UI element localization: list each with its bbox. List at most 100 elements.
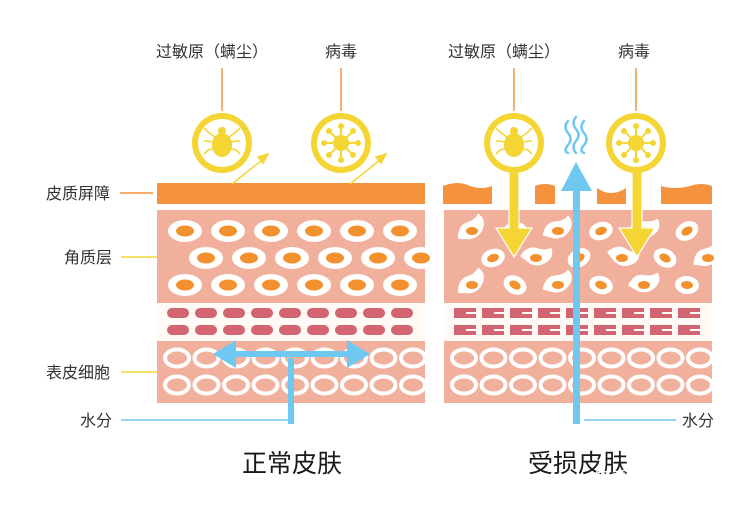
water-loss-arrow [561,162,592,424]
band-cell [195,325,217,335]
corneum-cell [383,220,417,242]
damaged-skin-panel [443,115,721,424]
corneum-cell [275,247,309,269]
dust-mite-icon [484,113,544,173]
corneum-cell [520,247,553,266]
evaporation-wave-icon [564,115,588,155]
normal-water-arrows [213,340,370,424]
epidermal-cell [310,374,339,396]
epidermal-cell [281,374,309,396]
epidermal-cell [686,374,714,396]
epidermal-cell [568,374,596,396]
epidermal-cell [369,347,398,369]
corneum-cell [653,248,677,268]
normal-corneum-cells [168,220,438,296]
band-cell [594,325,616,335]
epidermal-cell [627,347,655,369]
damaged-band-cells [454,308,700,335]
band-cell [335,308,357,318]
corneum-cell [481,248,505,268]
epidermal-cell [568,347,596,369]
side-leaders [120,192,676,421]
corneum-cell [254,274,288,296]
corneum-cell [675,275,699,295]
corneum-cell [628,272,660,293]
band-cell [307,308,329,318]
band-cell [678,308,700,318]
epidermal-cell [479,374,508,396]
corneum-cell [340,220,374,242]
epidermal-cell [163,347,191,369]
epidermal-cell [281,347,309,369]
band-cell [482,325,504,335]
epidermal-cell [192,347,221,369]
epidermal-cell [251,374,280,396]
label-barrier: 皮质屏障 [46,184,110,203]
epidermal-cell [656,374,685,396]
epidermal-cell [597,374,626,396]
band-cell [454,325,476,335]
corneum-cell [383,274,417,296]
epidermal-cell [450,347,478,369]
band-cell [363,325,385,335]
label-allergen-normal: 过敏原（螨尘） [156,42,268,61]
epidermal-cell [163,374,191,396]
band-cell [538,308,560,318]
invasion-arrows [494,167,657,259]
band-cell [251,308,273,318]
epidermal-cell [251,347,280,369]
band-cell [538,325,560,335]
corneum-cell [675,221,699,241]
virus-icon [606,113,666,173]
band-cell [594,308,616,318]
epidermal-cell [222,374,250,396]
corneum-cell [458,213,484,240]
epidermal-cell [450,374,478,396]
damaged-barrier-layer [443,183,712,204]
dust-mite-icon [192,113,252,173]
corneum-cell [503,275,527,295]
label-virus-damaged: 病毒 [618,42,650,61]
corneum-cell [189,247,223,269]
virus-icon [311,113,371,173]
band-cell [650,308,672,318]
band-cell [251,325,273,335]
corneum-cell [254,220,288,242]
band-cell [279,308,301,318]
corneum-cell [318,247,352,269]
epidermal-cell [538,374,567,396]
corneum-cell [589,275,613,295]
corneum-cell [340,274,374,296]
label-allergen-damaged: 过敏原（螨尘） [448,42,560,61]
epidermal-cell [509,347,537,369]
epidermal-cell [627,374,655,396]
band-cell [622,308,644,318]
corneum-cell [693,241,721,266]
panel-title-damaged: 受损皮肤 [528,449,628,478]
corneum-cell [542,269,572,293]
band-cell [391,325,413,335]
band-cell [482,308,504,318]
band-cell [167,308,189,318]
corneum-cell [168,274,202,296]
band-cell [363,308,385,318]
epidermal-cell [369,374,398,396]
normal-skin-panel [157,183,438,424]
damaged-corneum-cells [458,213,721,295]
label-water-right: 水分 [682,411,714,430]
damaged-epidermal-cells [450,347,714,396]
band-cell [195,308,217,318]
band-cell [307,325,329,335]
corneum-cell [232,247,266,269]
corneum-cell [297,274,331,296]
corneum-cell [297,220,331,242]
corneum-cell [168,220,202,242]
band-cell [335,325,357,335]
epidermal-cell [399,347,427,369]
label-virus-normal: 病毒 [325,42,357,61]
label-water-left: 水分 [80,411,112,430]
band-cell [167,325,189,335]
corneum-cell [607,246,640,266]
corneum-cell [458,267,484,294]
